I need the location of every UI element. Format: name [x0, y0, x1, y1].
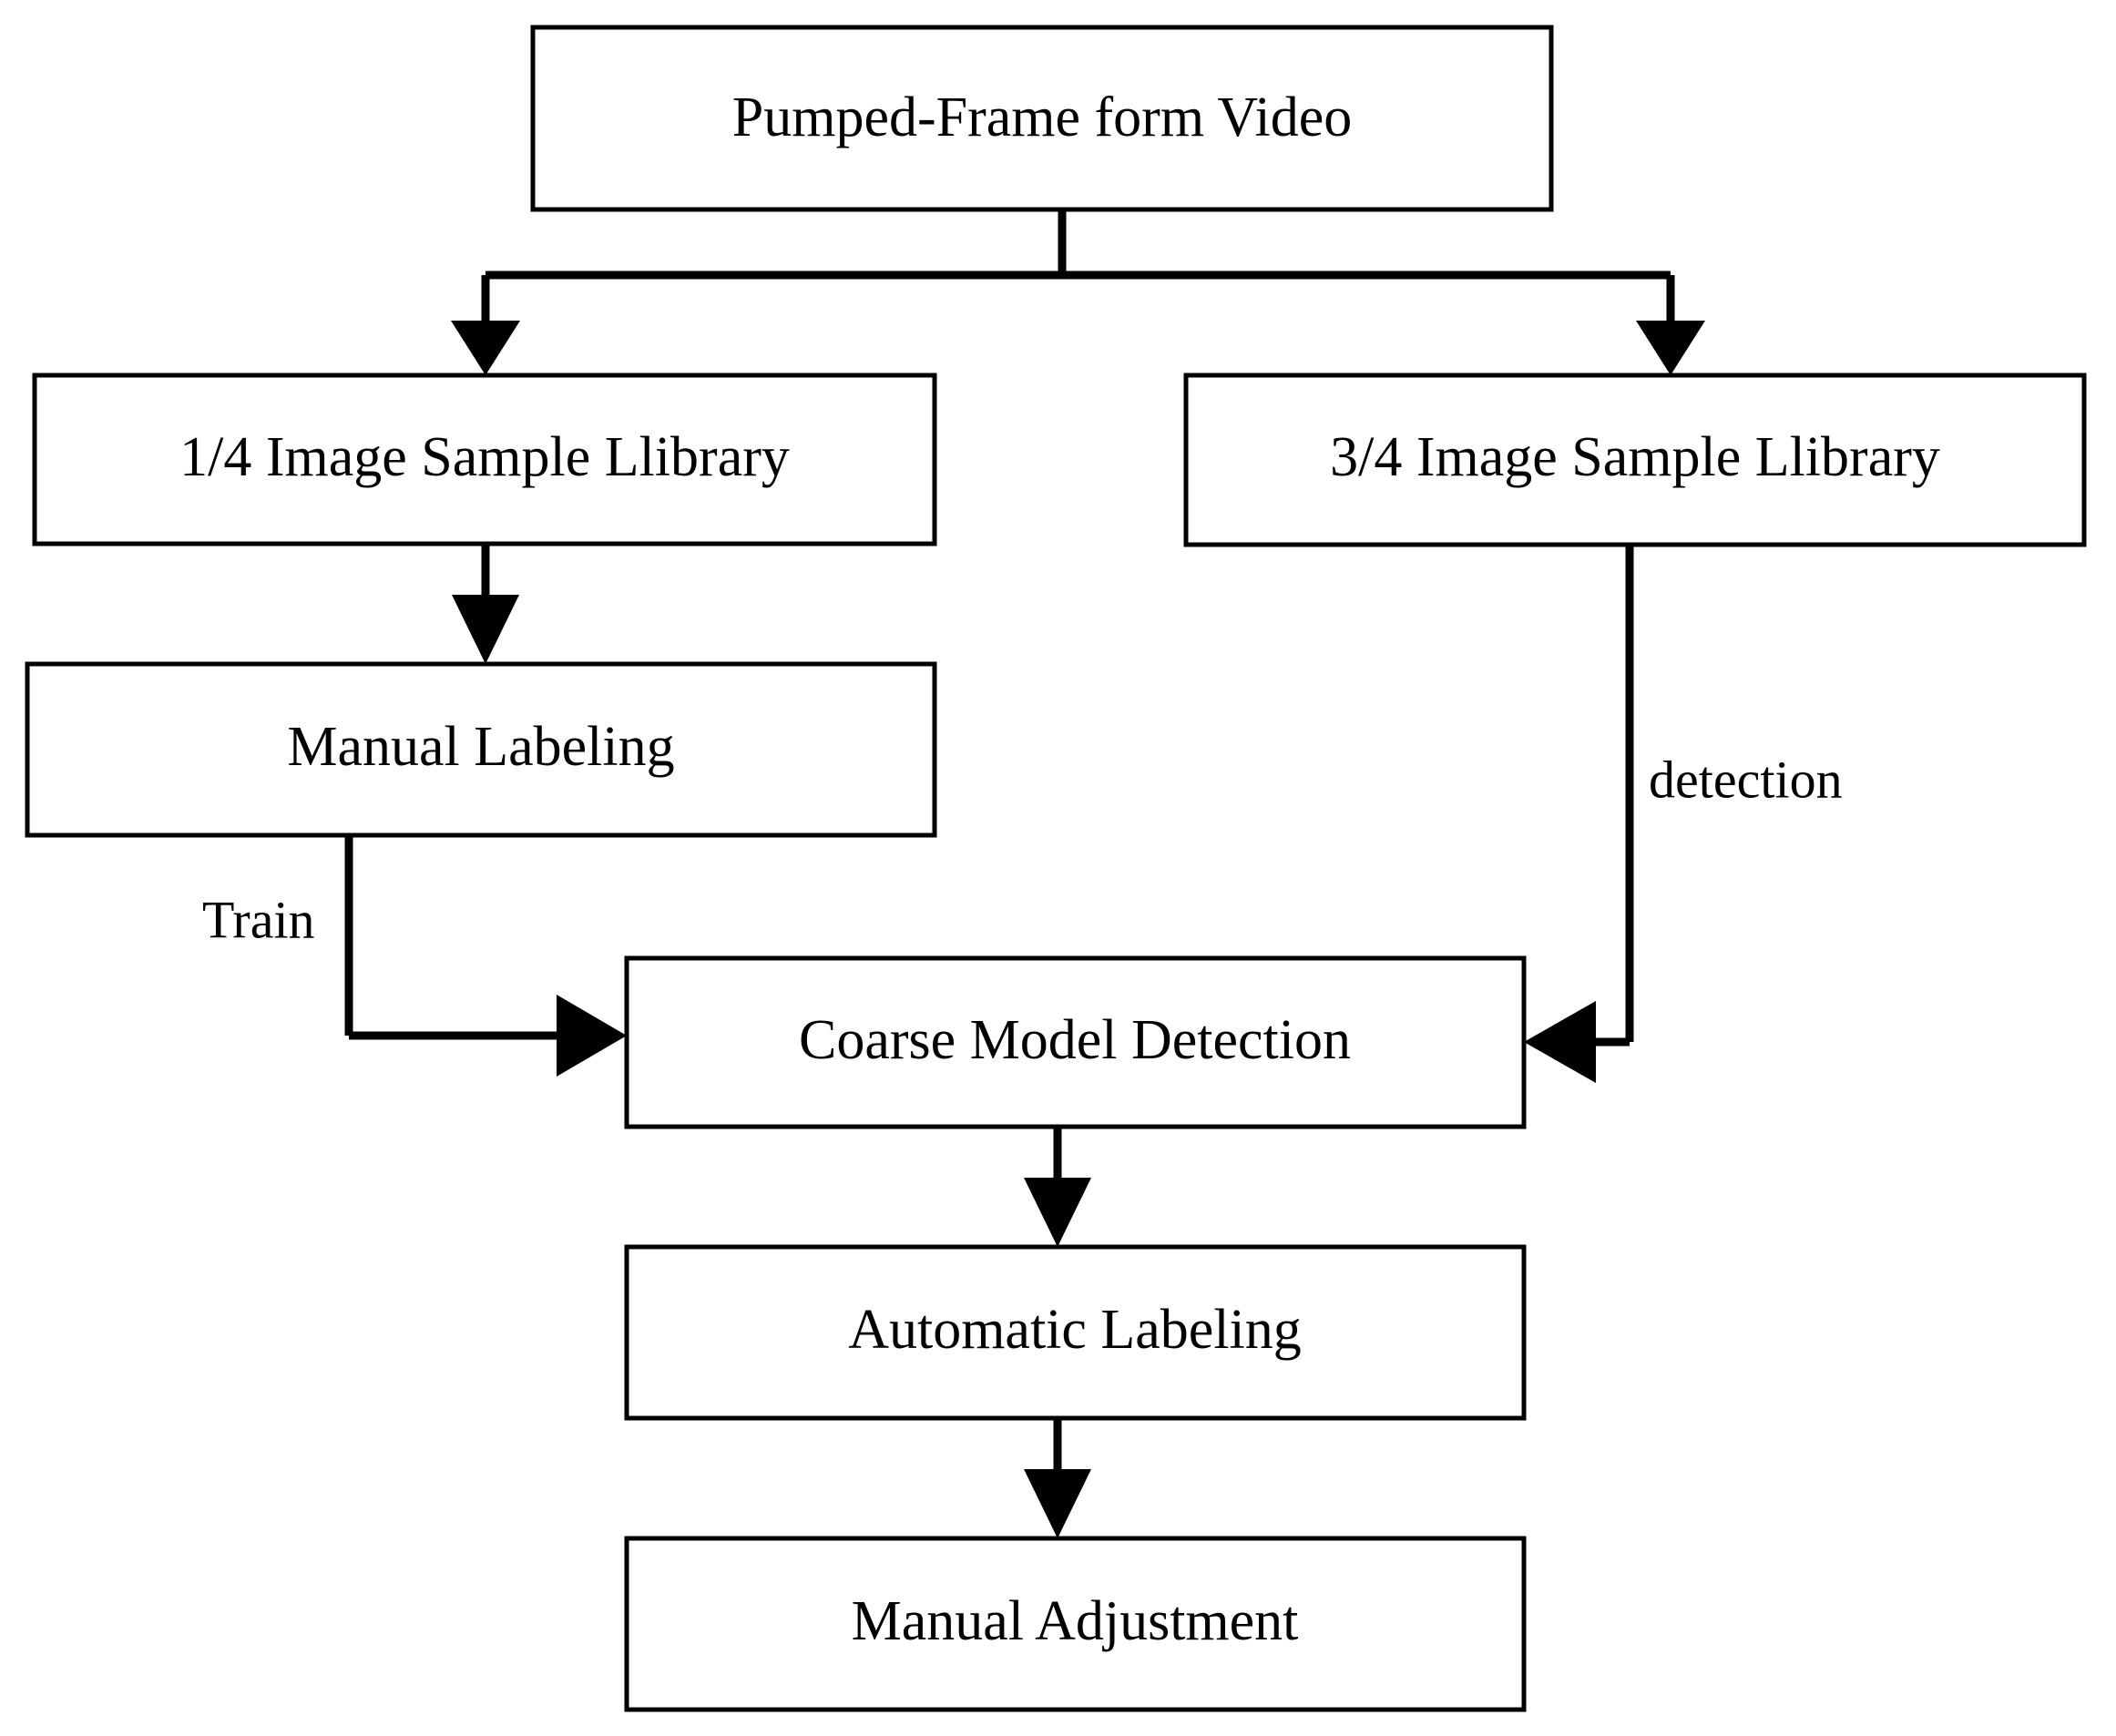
edge-detection: [1524, 545, 1634, 1083]
node-manual-adjustment-label: Manual Adjustment: [852, 1590, 1299, 1652]
edge-label-detection: detection: [1649, 750, 1843, 809]
node-pumped-frame[interactable]: Pumped-Frame form Video: [530, 25, 1554, 212]
edge-quarter-to-manual-labeling: [452, 544, 519, 664]
arrowhead-to-three-quarter-library: [1636, 321, 1705, 375]
node-automatic-labeling-label: Automatic Labeling: [848, 1299, 1302, 1361]
node-manual-adjustment[interactable]: Manual Adjustment: [624, 1536, 1527, 1712]
arrowhead-detection-to-coarse-model: [1524, 1001, 1596, 1083]
edge-label-train: Train: [202, 890, 315, 949]
edge-automatic-to-adjustment: [1024, 1418, 1091, 1538]
arrowhead-train-to-coarse-model: [557, 995, 627, 1077]
node-three-quarter-library[interactable]: 3/4 Image Sample Llibrary: [1183, 373, 2087, 547]
arrowhead-to-manual-labeling: [452, 595, 519, 664]
arrowhead-to-automatic-labeling: [1024, 1178, 1091, 1247]
arrowhead-to-manual-adjustment: [1024, 1469, 1091, 1538]
edge-train: [344, 835, 627, 1077]
arrowhead-to-quarter-library: [451, 321, 520, 375]
node-quarter-library-label: 1/4 Image Sample Llibrary: [179, 426, 790, 488]
node-coarse-model[interactable]: Coarse Model Detection: [624, 955, 1527, 1129]
edge-pumped-to-split: [451, 209, 1705, 375]
node-pumped-frame-label: Pumped-Frame form Video: [732, 87, 1352, 148]
node-three-quarter-library-label: 3/4 Image Sample Llibrary: [1330, 426, 1940, 488]
node-manual-labeling[interactable]: Manual Labeling: [25, 661, 937, 838]
node-automatic-labeling[interactable]: Automatic Labeling: [624, 1244, 1527, 1421]
edge-coarse-to-automatic: [1024, 1127, 1091, 1247]
node-manual-labeling-label: Manual Labeling: [287, 716, 674, 778]
node-coarse-model-label: Coarse Model Detection: [799, 1009, 1351, 1071]
node-quarter-library[interactable]: 1/4 Image Sample Llibrary: [32, 373, 937, 546]
